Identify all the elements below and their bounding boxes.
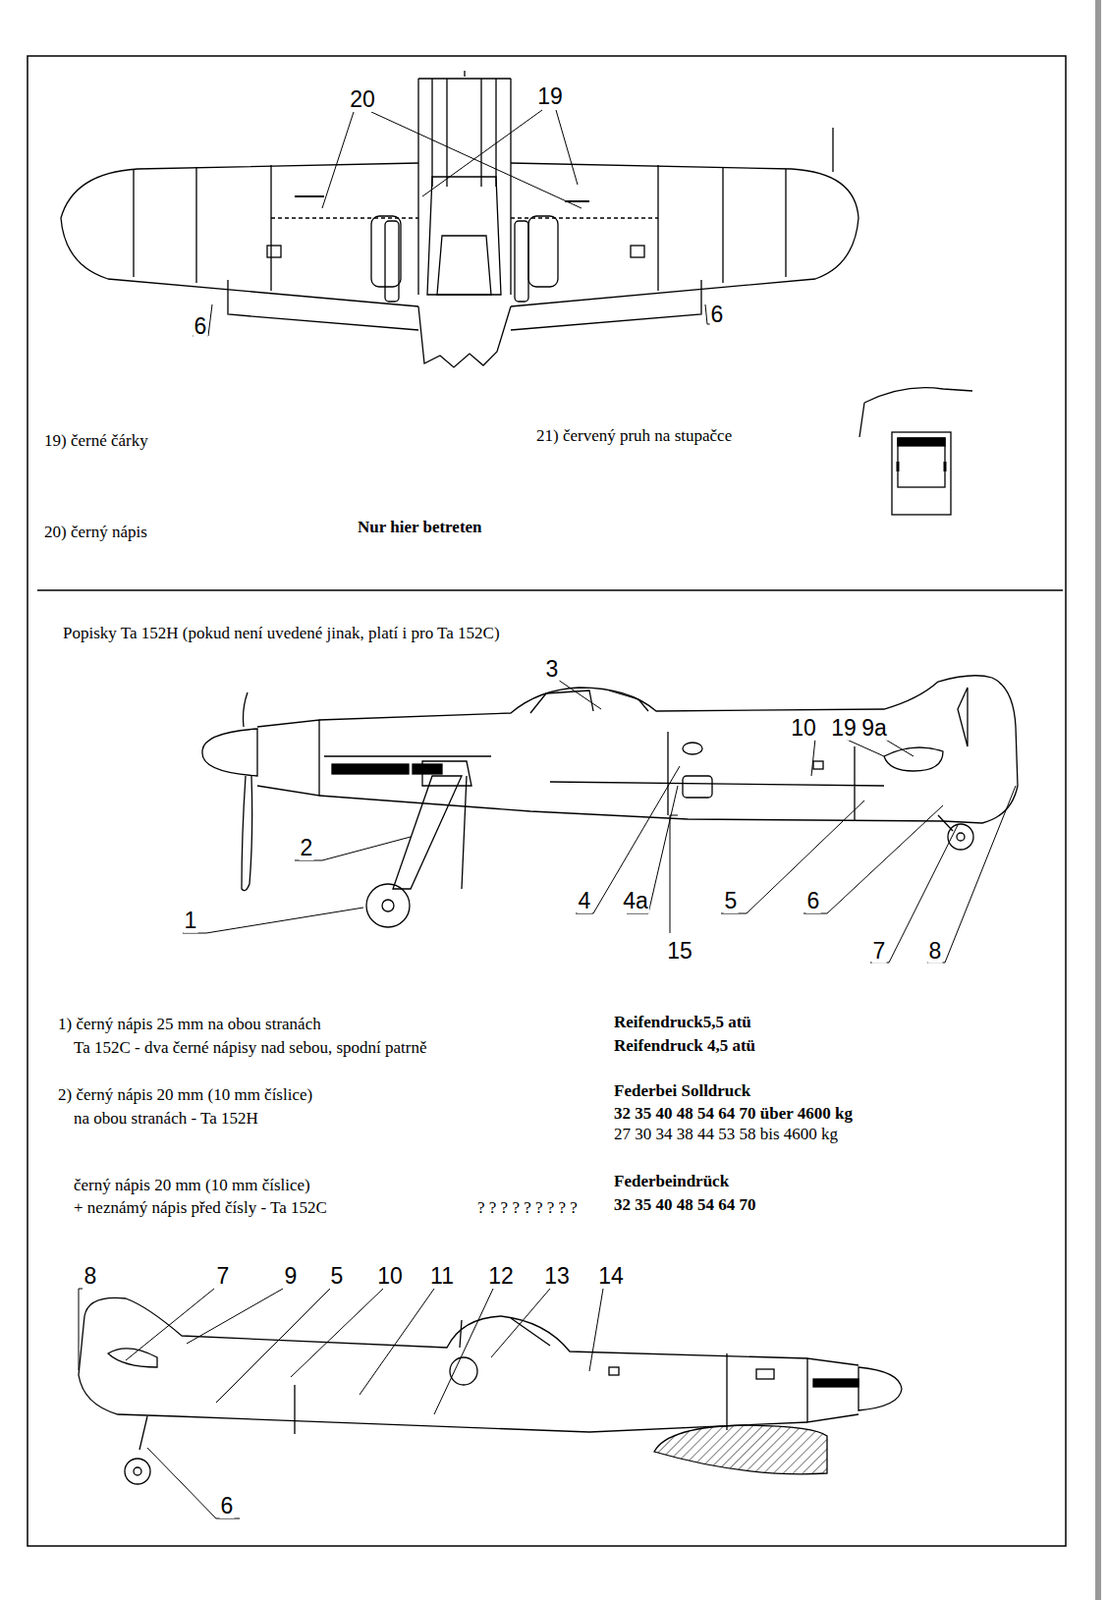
page-edge bbox=[1095, 0, 1102, 1600]
callout-number: 13 bbox=[543, 1263, 571, 1289]
callout-number: 8 bbox=[928, 938, 943, 964]
note-text: 32 35 40 48 54 64 70 über 4600 kg bbox=[613, 1104, 853, 1124]
callout-number: 5 bbox=[723, 887, 739, 914]
step-detail bbox=[859, 387, 973, 515]
callout-number: 7 bbox=[216, 1263, 231, 1289]
note-text: Reifendruck 4,5 atü bbox=[613, 1036, 756, 1056]
note-text: Reifendruck5,5 atü bbox=[613, 1012, 752, 1033]
note-text: Popisky Ta 152H (pokud není uvedené jina… bbox=[62, 623, 500, 644]
callout-number: 11 bbox=[429, 1263, 455, 1289]
note-text: Nur hier betreten bbox=[357, 517, 483, 538]
callout-number: 19 bbox=[536, 83, 564, 110]
page-frame bbox=[27, 55, 1066, 1547]
note-text: ? ? ? ? ? ? ? ? ? bbox=[477, 1198, 578, 1219]
callout-number: 1 bbox=[183, 907, 199, 934]
note-text: 2) černý nápis 20 mm (10 mm číslice) bbox=[57, 1085, 313, 1106]
callout-number: 6 bbox=[220, 1493, 235, 1519]
callout-number: 15 bbox=[665, 938, 694, 964]
note-text: Ta 152C - dva černé nápisy nad sebou, sp… bbox=[73, 1038, 428, 1058]
callout-number: 12 bbox=[487, 1263, 515, 1289]
note-text: 20) černý nápis bbox=[44, 522, 148, 543]
divider-line bbox=[37, 589, 1063, 591]
callout-number: 3 bbox=[545, 656, 560, 682]
callout-number: 4a bbox=[621, 887, 650, 914]
callout-number: 19 bbox=[830, 715, 858, 741]
note-text: + neznámý nápis před čísly - Ta 152C bbox=[73, 1198, 328, 1219]
callout-number: 2 bbox=[299, 834, 315, 861]
note-text: 27 30 34 38 44 53 58 bis 4600 kg bbox=[613, 1124, 838, 1145]
note-text: 21) červený pruh na stupačce bbox=[536, 426, 732, 446]
callout-number: 8 bbox=[83, 1263, 99, 1289]
note-text: 1) černý nápis 25 mm na obou stranách bbox=[57, 1014, 322, 1035]
callout-number: 4 bbox=[577, 887, 593, 914]
callout-number: 10 bbox=[789, 715, 818, 741]
side-view-right bbox=[78, 1288, 902, 1519]
callout-number: 6 bbox=[193, 313, 209, 339]
callout-number: 10 bbox=[376, 1263, 404, 1289]
note-text: Federbei Solldruck bbox=[613, 1081, 751, 1102]
callout-number: 20 bbox=[348, 86, 377, 112]
note-text: 32 35 40 48 54 64 70 bbox=[613, 1195, 757, 1216]
callout-number: 9 bbox=[283, 1263, 299, 1289]
callout-number: 5 bbox=[330, 1263, 345, 1289]
callout-number: 7 bbox=[872, 938, 887, 964]
note-text: černý nápis 20 mm (10 mm číslice) bbox=[73, 1175, 311, 1196]
note-text: na obou stranách - Ta 152H bbox=[73, 1108, 259, 1129]
callout-number: 6 bbox=[710, 301, 725, 328]
note-text: Federbeindrück bbox=[613, 1171, 729, 1192]
note-text: 19) černé čárky bbox=[44, 431, 149, 451]
callout-number: 9a bbox=[860, 715, 888, 741]
callout-number: 14 bbox=[597, 1263, 625, 1289]
plan-view bbox=[60, 70, 859, 368]
side-view-left bbox=[182, 675, 1018, 963]
callout-number: 6 bbox=[806, 887, 822, 914]
